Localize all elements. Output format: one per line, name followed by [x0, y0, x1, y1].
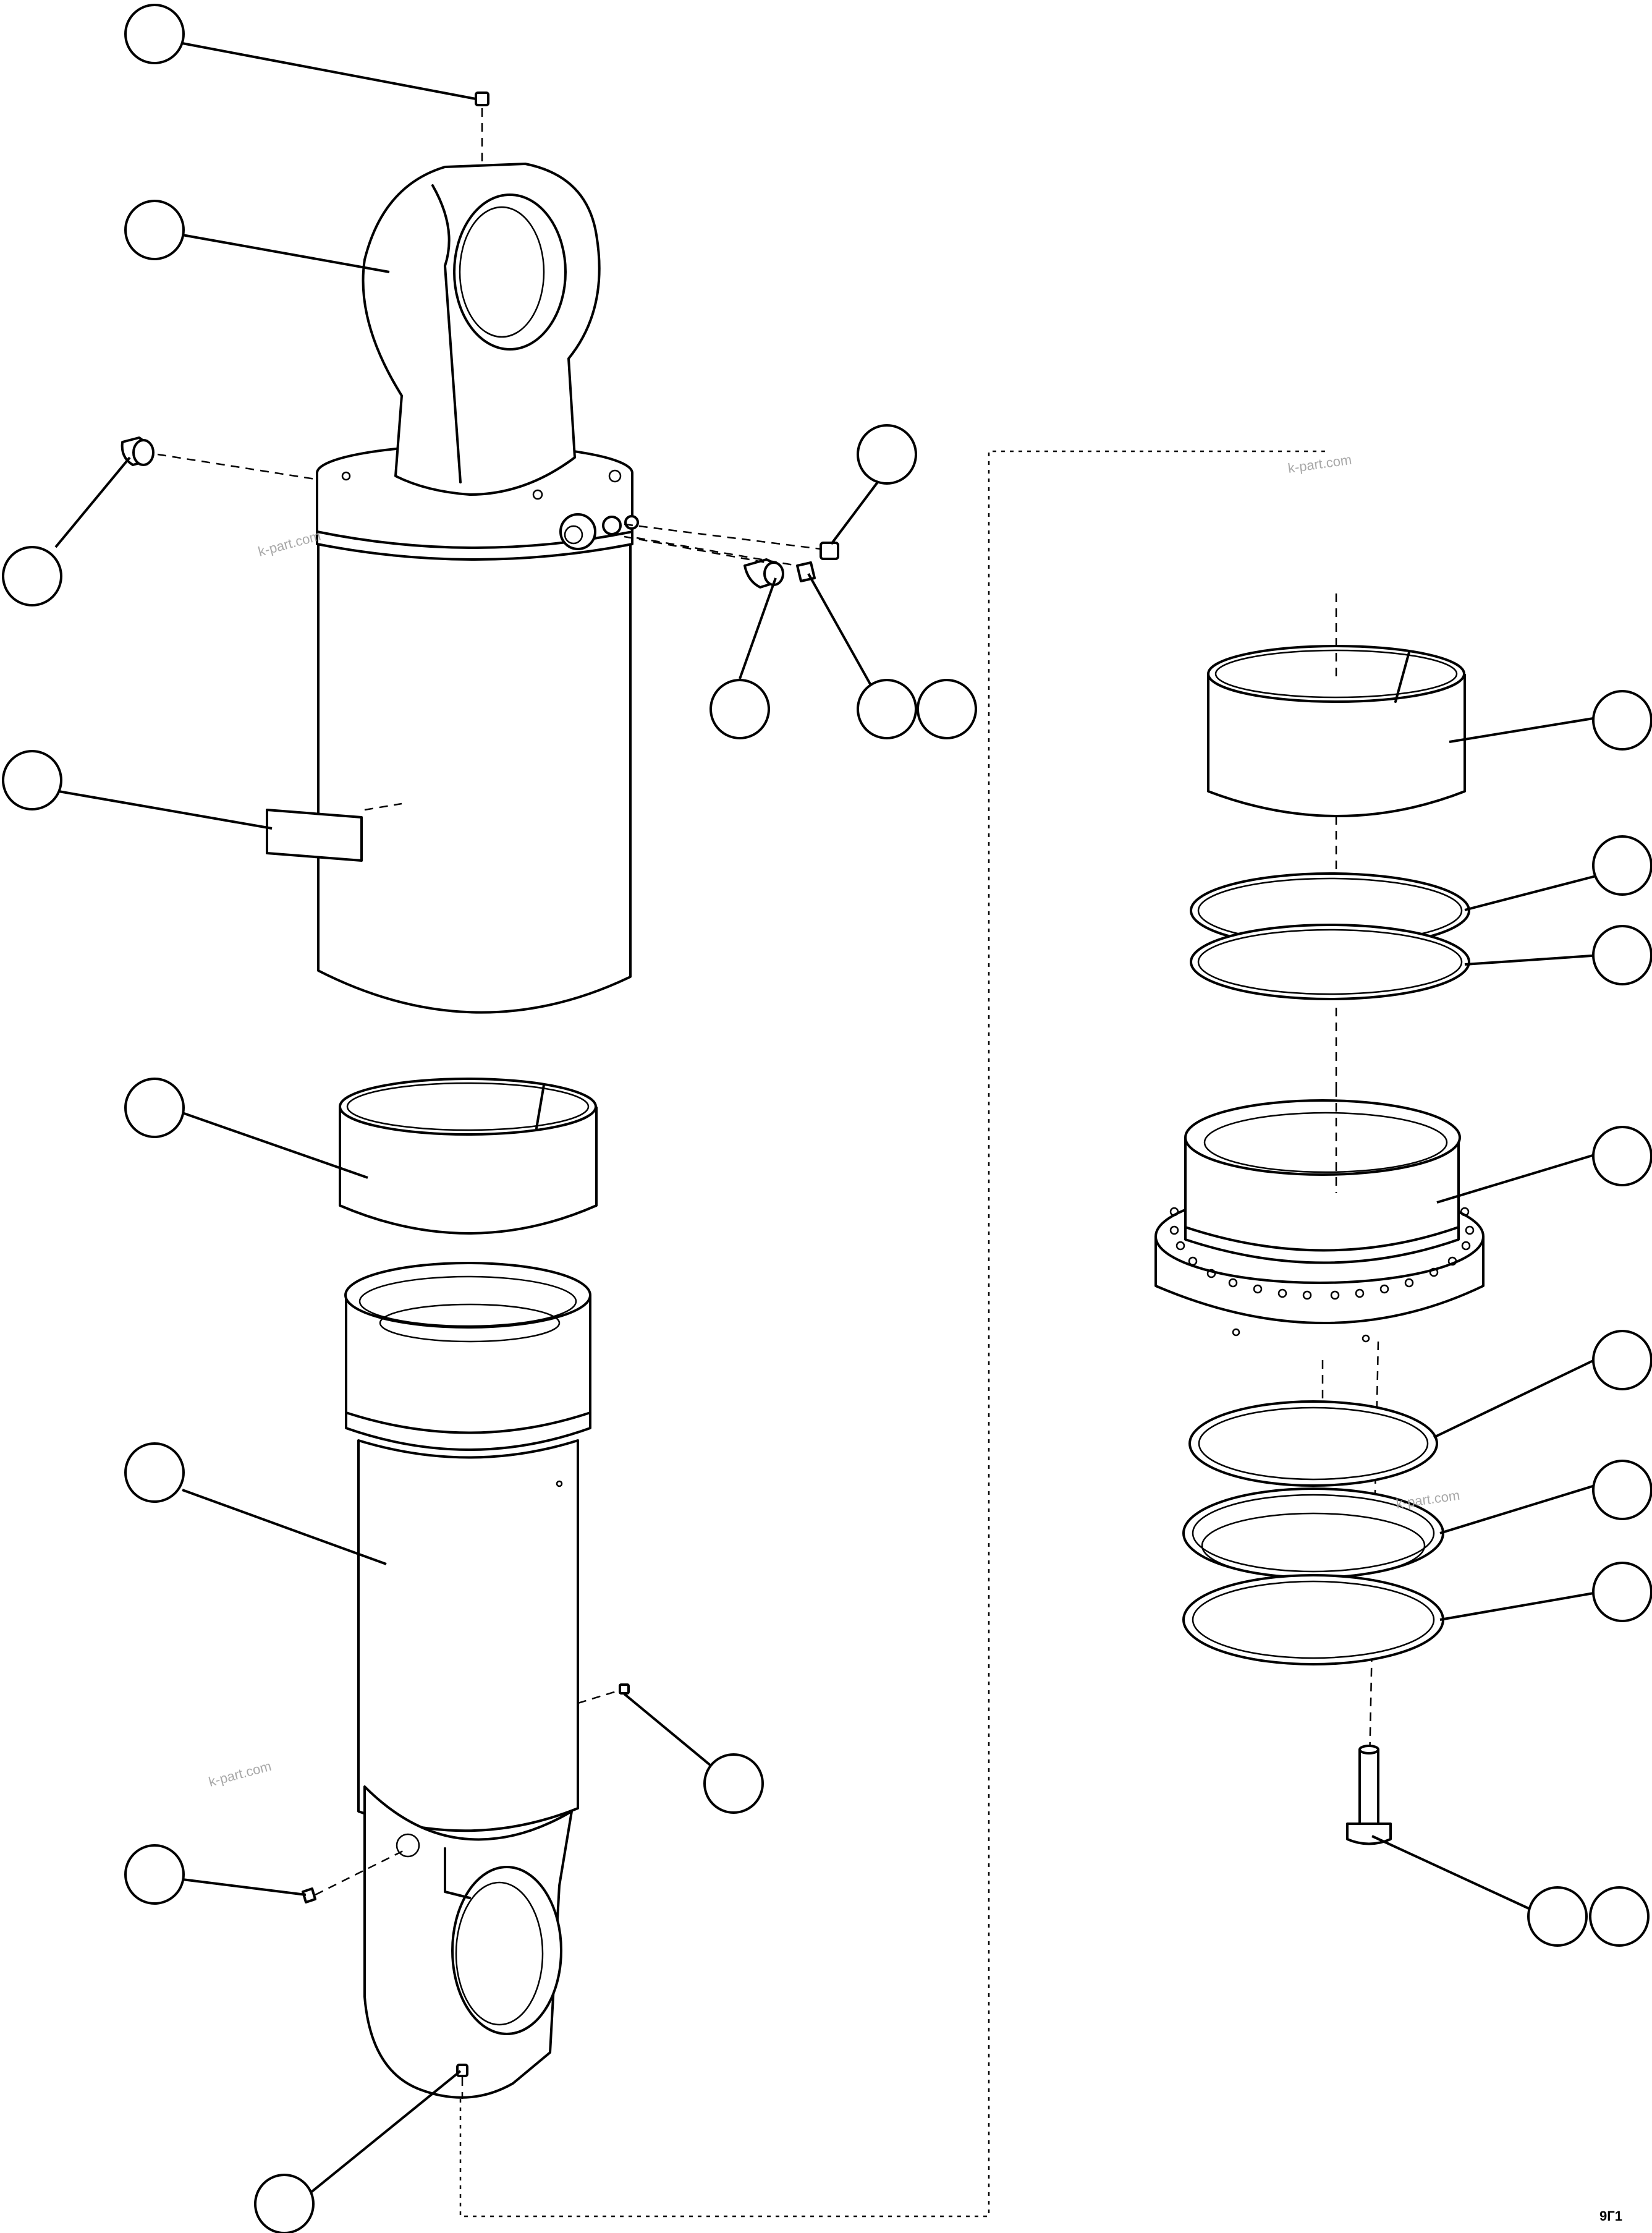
callout-balloon — [1592, 835, 1652, 896]
assembly-path-line — [459, 450, 1329, 2218]
piston-rod — [344, 1262, 591, 2099]
watermark-1: k-part.com — [256, 528, 323, 559]
callout-balloon — [1592, 1126, 1652, 1186]
bushing-sleeve-right — [1207, 593, 1466, 927]
id-label-plate — [266, 802, 402, 862]
callout-balloon — [703, 1753, 764, 1814]
plug-fitting — [121, 436, 316, 480]
watermark-3: k-part.com — [207, 1758, 273, 1790]
cylinder-head-gland — [1154, 1088, 1485, 1793]
callout-balloon — [857, 679, 917, 739]
watermark-4: k-part.com — [1395, 1487, 1460, 1512]
callout-balloon — [1592, 1460, 1652, 1520]
callout-balloons — [2, 4, 1652, 2233]
seal-ring-lower — [1190, 924, 1470, 1088]
head-bolt — [1346, 1745, 1392, 1845]
flange-bolt-holes — [1169, 1207, 1475, 1343]
callout-balloon — [124, 1078, 185, 1138]
grease-fitting-top — [475, 91, 489, 164]
callout-balloon — [254, 2174, 315, 2233]
cylinder-barrel — [316, 163, 639, 1014]
callout-balloon — [1592, 1562, 1652, 1622]
callout-balloon — [917, 679, 977, 739]
callout-balloon — [1592, 690, 1652, 751]
callout-balloon — [1589, 1886, 1650, 1947]
callout-balloon — [710, 679, 770, 739]
callout-balloon — [1592, 925, 1652, 985]
callout-balloon — [1527, 1886, 1588, 1947]
rod-fittings — [302, 1683, 630, 2099]
backup-ring — [1182, 1574, 1444, 1665]
leader-lines — [54, 42, 1601, 2205]
watermark-2: k-part.com — [1287, 452, 1352, 476]
bushing-sleeve-left — [339, 1078, 598, 1235]
wiper-ring — [1188, 1400, 1438, 1487]
port-fittings — [624, 523, 839, 589]
callout-balloon — [1592, 1330, 1652, 1390]
callout-balloon — [124, 200, 185, 260]
callout-balloon — [124, 1844, 185, 1905]
drawing-code: 9Г1 — [1599, 2208, 1622, 2224]
callout-balloon — [124, 1442, 185, 1503]
callout-balloon — [2, 750, 62, 810]
callout-balloon — [124, 4, 185, 64]
callout-balloon — [857, 424, 917, 485]
callout-balloon — [2, 546, 62, 606]
